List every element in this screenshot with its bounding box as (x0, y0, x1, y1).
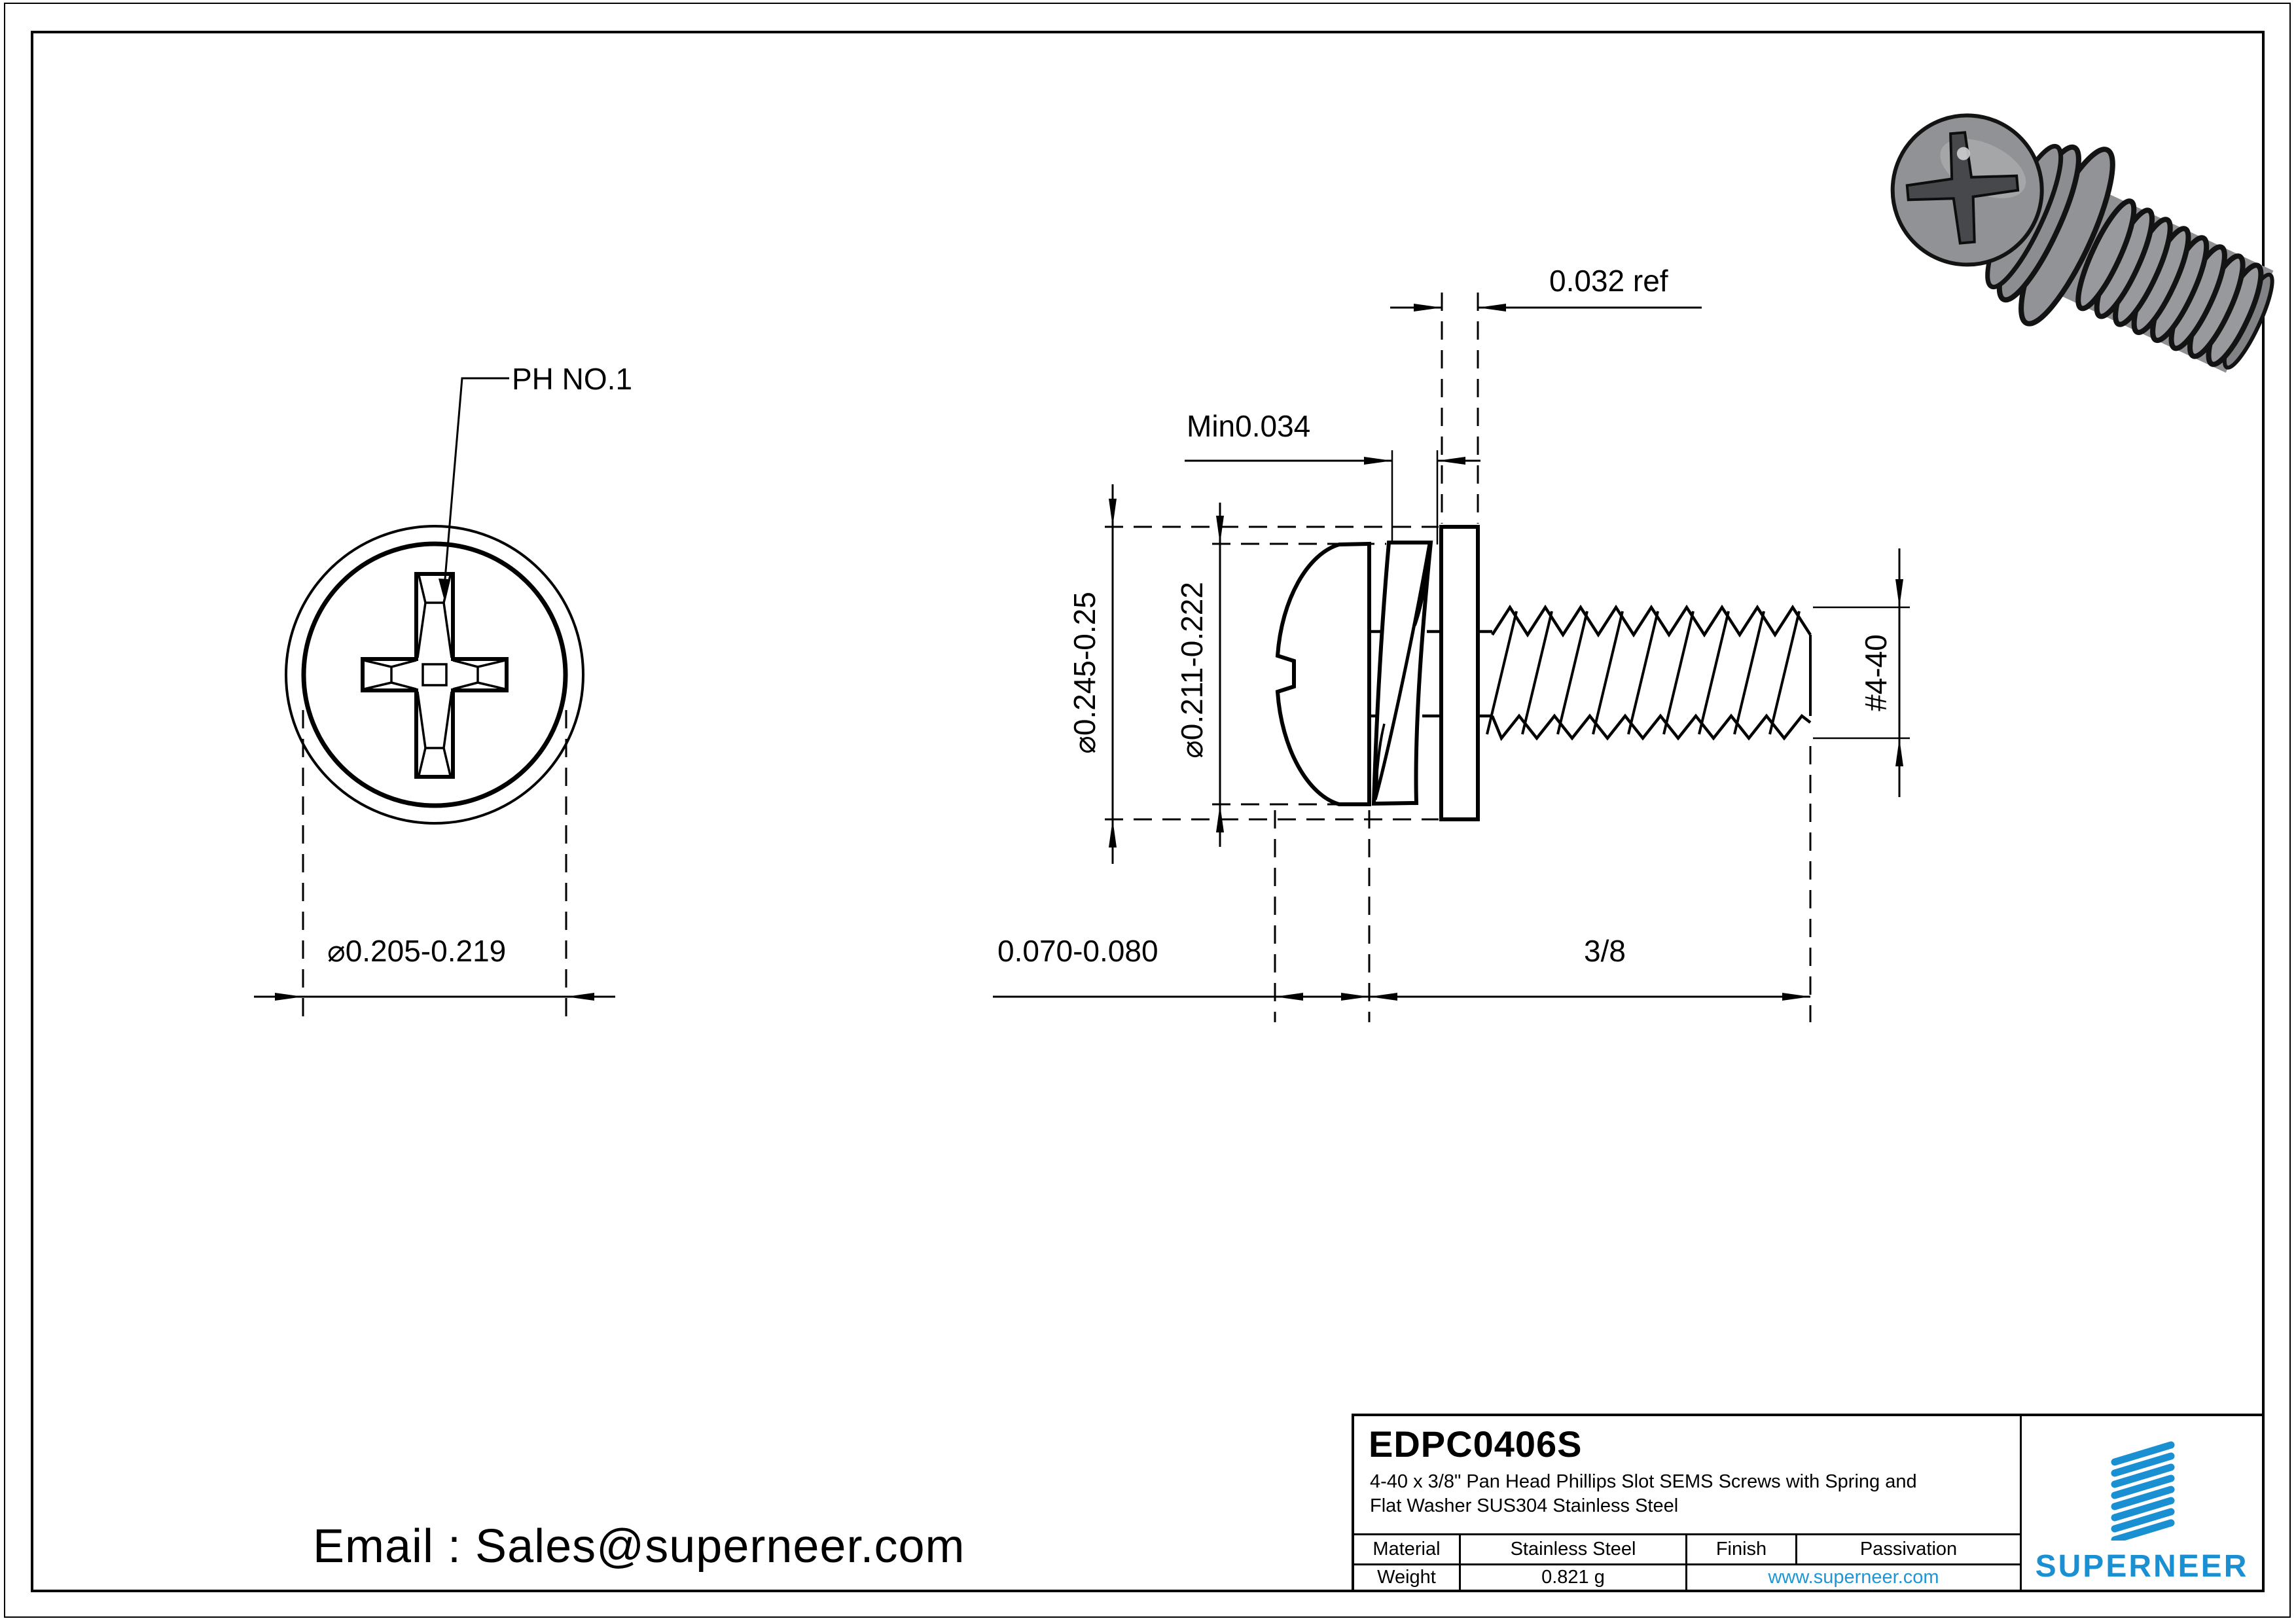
drawing-frame (31, 31, 2265, 1592)
extension-lines-dashed (302, 293, 1812, 1022)
label-spring-washer-min: Min0.034 (1187, 409, 1311, 443)
screw-3d-flat-washer (2018, 147, 2115, 327)
dimension-lines (254, 293, 1910, 1022)
finish-label: Finish (1687, 1535, 1797, 1565)
side-view (1275, 525, 1812, 821)
page-outer-border (4, 3, 2291, 1618)
flat-washer-outline-front (285, 525, 584, 825)
weight-label: Weight (1354, 1565, 1461, 1590)
material-label: Material (1354, 1535, 1461, 1565)
pan-head-outline-front (301, 541, 568, 808)
brand-logo-icon (2111, 1441, 2174, 1541)
title-block: EDPC0406S 4-40 x 3/8" Pan Head Phillips … (1352, 1414, 2265, 1592)
material-value: Stainless Steel (1461, 1535, 1687, 1565)
screw-3d-thread-rings (2075, 198, 2264, 367)
shank-lines (1369, 630, 1492, 718)
finish-value: Passivation (1797, 1535, 2022, 1565)
part-number: EDPC0406S (1369, 1423, 1583, 1465)
spring-washer-split-line (1373, 543, 1431, 800)
weight-value: 0.821 g (1461, 1565, 1687, 1590)
pan-head-side (1275, 541, 1371, 806)
label-flat-washer-thickness: 0.032 ref (1549, 264, 1668, 298)
spring-washer-split-detail (1374, 554, 1430, 793)
part-description: 4-40 x 3/8" Pan Head Phillips Slot SEMS … (1370, 1470, 1917, 1518)
website-link[interactable]: www.superneer.com (1687, 1565, 2022, 1590)
brand-name: SUPERNEER (2035, 1549, 2249, 1584)
contact-email: Email : Sales@superneer.com (313, 1520, 965, 1573)
dim-arrowheads (275, 304, 1903, 1001)
label-head-height: 0.070-0.080 (997, 934, 1158, 968)
part-description-line1: 4-40 x 3/8" Pan Head Phillips Slot SEMS … (1370, 1471, 1917, 1492)
title-block-header: EDPC0406S 4-40 x 3/8" Pan Head Phillips … (1354, 1416, 2022, 1535)
label-thread-spec: #4-40 (1859, 634, 1893, 711)
thread-bottom-profile (1490, 713, 1812, 741)
label-ph-no1: PH NO.1 (512, 362, 633, 396)
thread-flank-lines (1486, 611, 1812, 735)
ph-leader-line (442, 377, 509, 595)
part-description-line2: Flat Washer SUS304 Stainless Steel (1370, 1495, 1679, 1516)
label-thread-length: 3/8 (1584, 934, 1626, 968)
extension-lines-solid (1391, 450, 1910, 740)
thread-top-profile (1491, 604, 1812, 638)
label-head-od: ⌀0.211-0.222 (1175, 582, 1209, 758)
screw-3d-phillips-cross (1905, 131, 2020, 245)
spring-washer-side (1371, 541, 1433, 806)
flat-washer-side (1439, 525, 1480, 821)
label-head-diameter-front: ⌀0.205-0.219 (327, 934, 507, 968)
label-washer-od: ⌀0.245-0.25 (1067, 592, 1102, 754)
screw-3d-render (1890, 113, 2274, 373)
brand-logo-cell: SUPERNEER (2022, 1416, 2262, 1590)
phillips-recess-detail (363, 575, 506, 776)
phillips-recess-outline (361, 572, 509, 779)
ph-leader-arrow (439, 579, 449, 598)
front-view (285, 377, 584, 825)
